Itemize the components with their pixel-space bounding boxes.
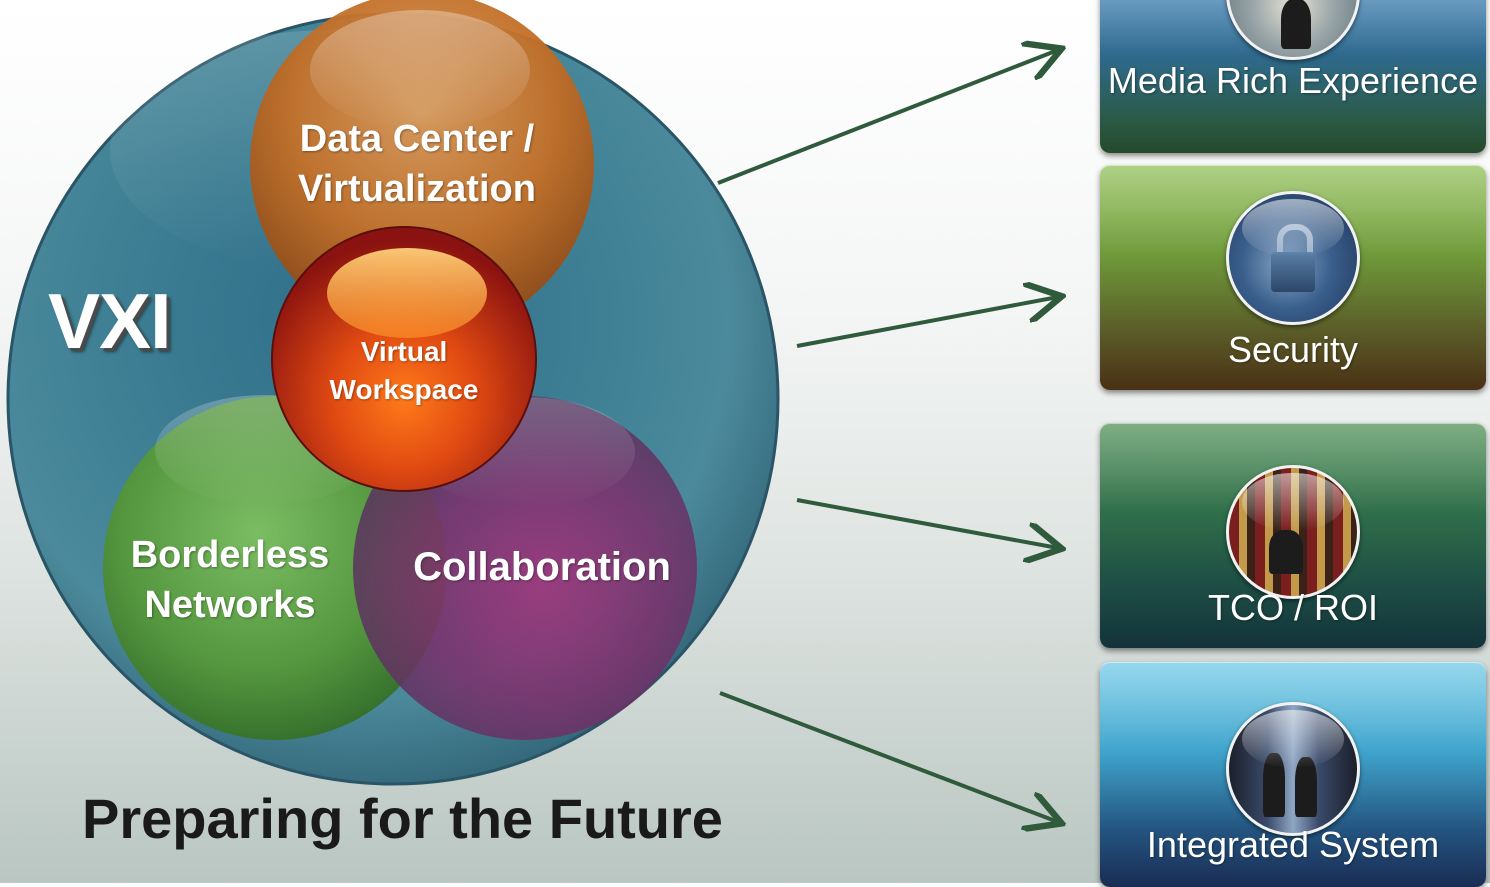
outcome-label: Security <box>1227 329 1359 370</box>
data-center-racks-photo-icon <box>1226 702 1360 836</box>
data-center-gloss <box>310 10 530 130</box>
outcome-label: Integrated System <box>1146 824 1440 865</box>
arrow-to-integrated-system <box>719 691 1058 822</box>
virtual-workspace-gloss <box>327 248 487 338</box>
office-worker-photo-icon <box>1226 465 1360 599</box>
arrow-to-media-rich <box>717 50 1058 185</box>
outcome-label: TCO / ROI <box>1208 587 1378 628</box>
borderless-networks-label: Borderless Networks <box>130 534 330 626</box>
arrow-to-tco-roi <box>796 498 1058 548</box>
outcome-panel-security: Security <box>1100 165 1486 390</box>
collaboration-label: Collaboration <box>413 545 671 589</box>
outcome-panel-tco-roi: TCO / ROI <box>1100 423 1486 648</box>
arrow-to-security <box>796 297 1058 348</box>
outcome-panel-integrated-system: Integrated System <box>1100 662 1486 887</box>
person-with-laptop-photo-icon <box>1226 0 1360 60</box>
padlock-photo-icon <box>1226 191 1360 325</box>
outcome-panel-media-rich: Media Rich Experience <box>1100 0 1486 153</box>
page-title: Preparing for the Future <box>82 787 723 850</box>
outcome-label: Media Rich Experience <box>1107 60 1479 101</box>
virtual-workspace-label: Virtual Workspace <box>329 336 479 405</box>
vxi-label: VXI <box>48 277 172 365</box>
data-center-label: Data Center / Virtualization <box>298 118 536 210</box>
